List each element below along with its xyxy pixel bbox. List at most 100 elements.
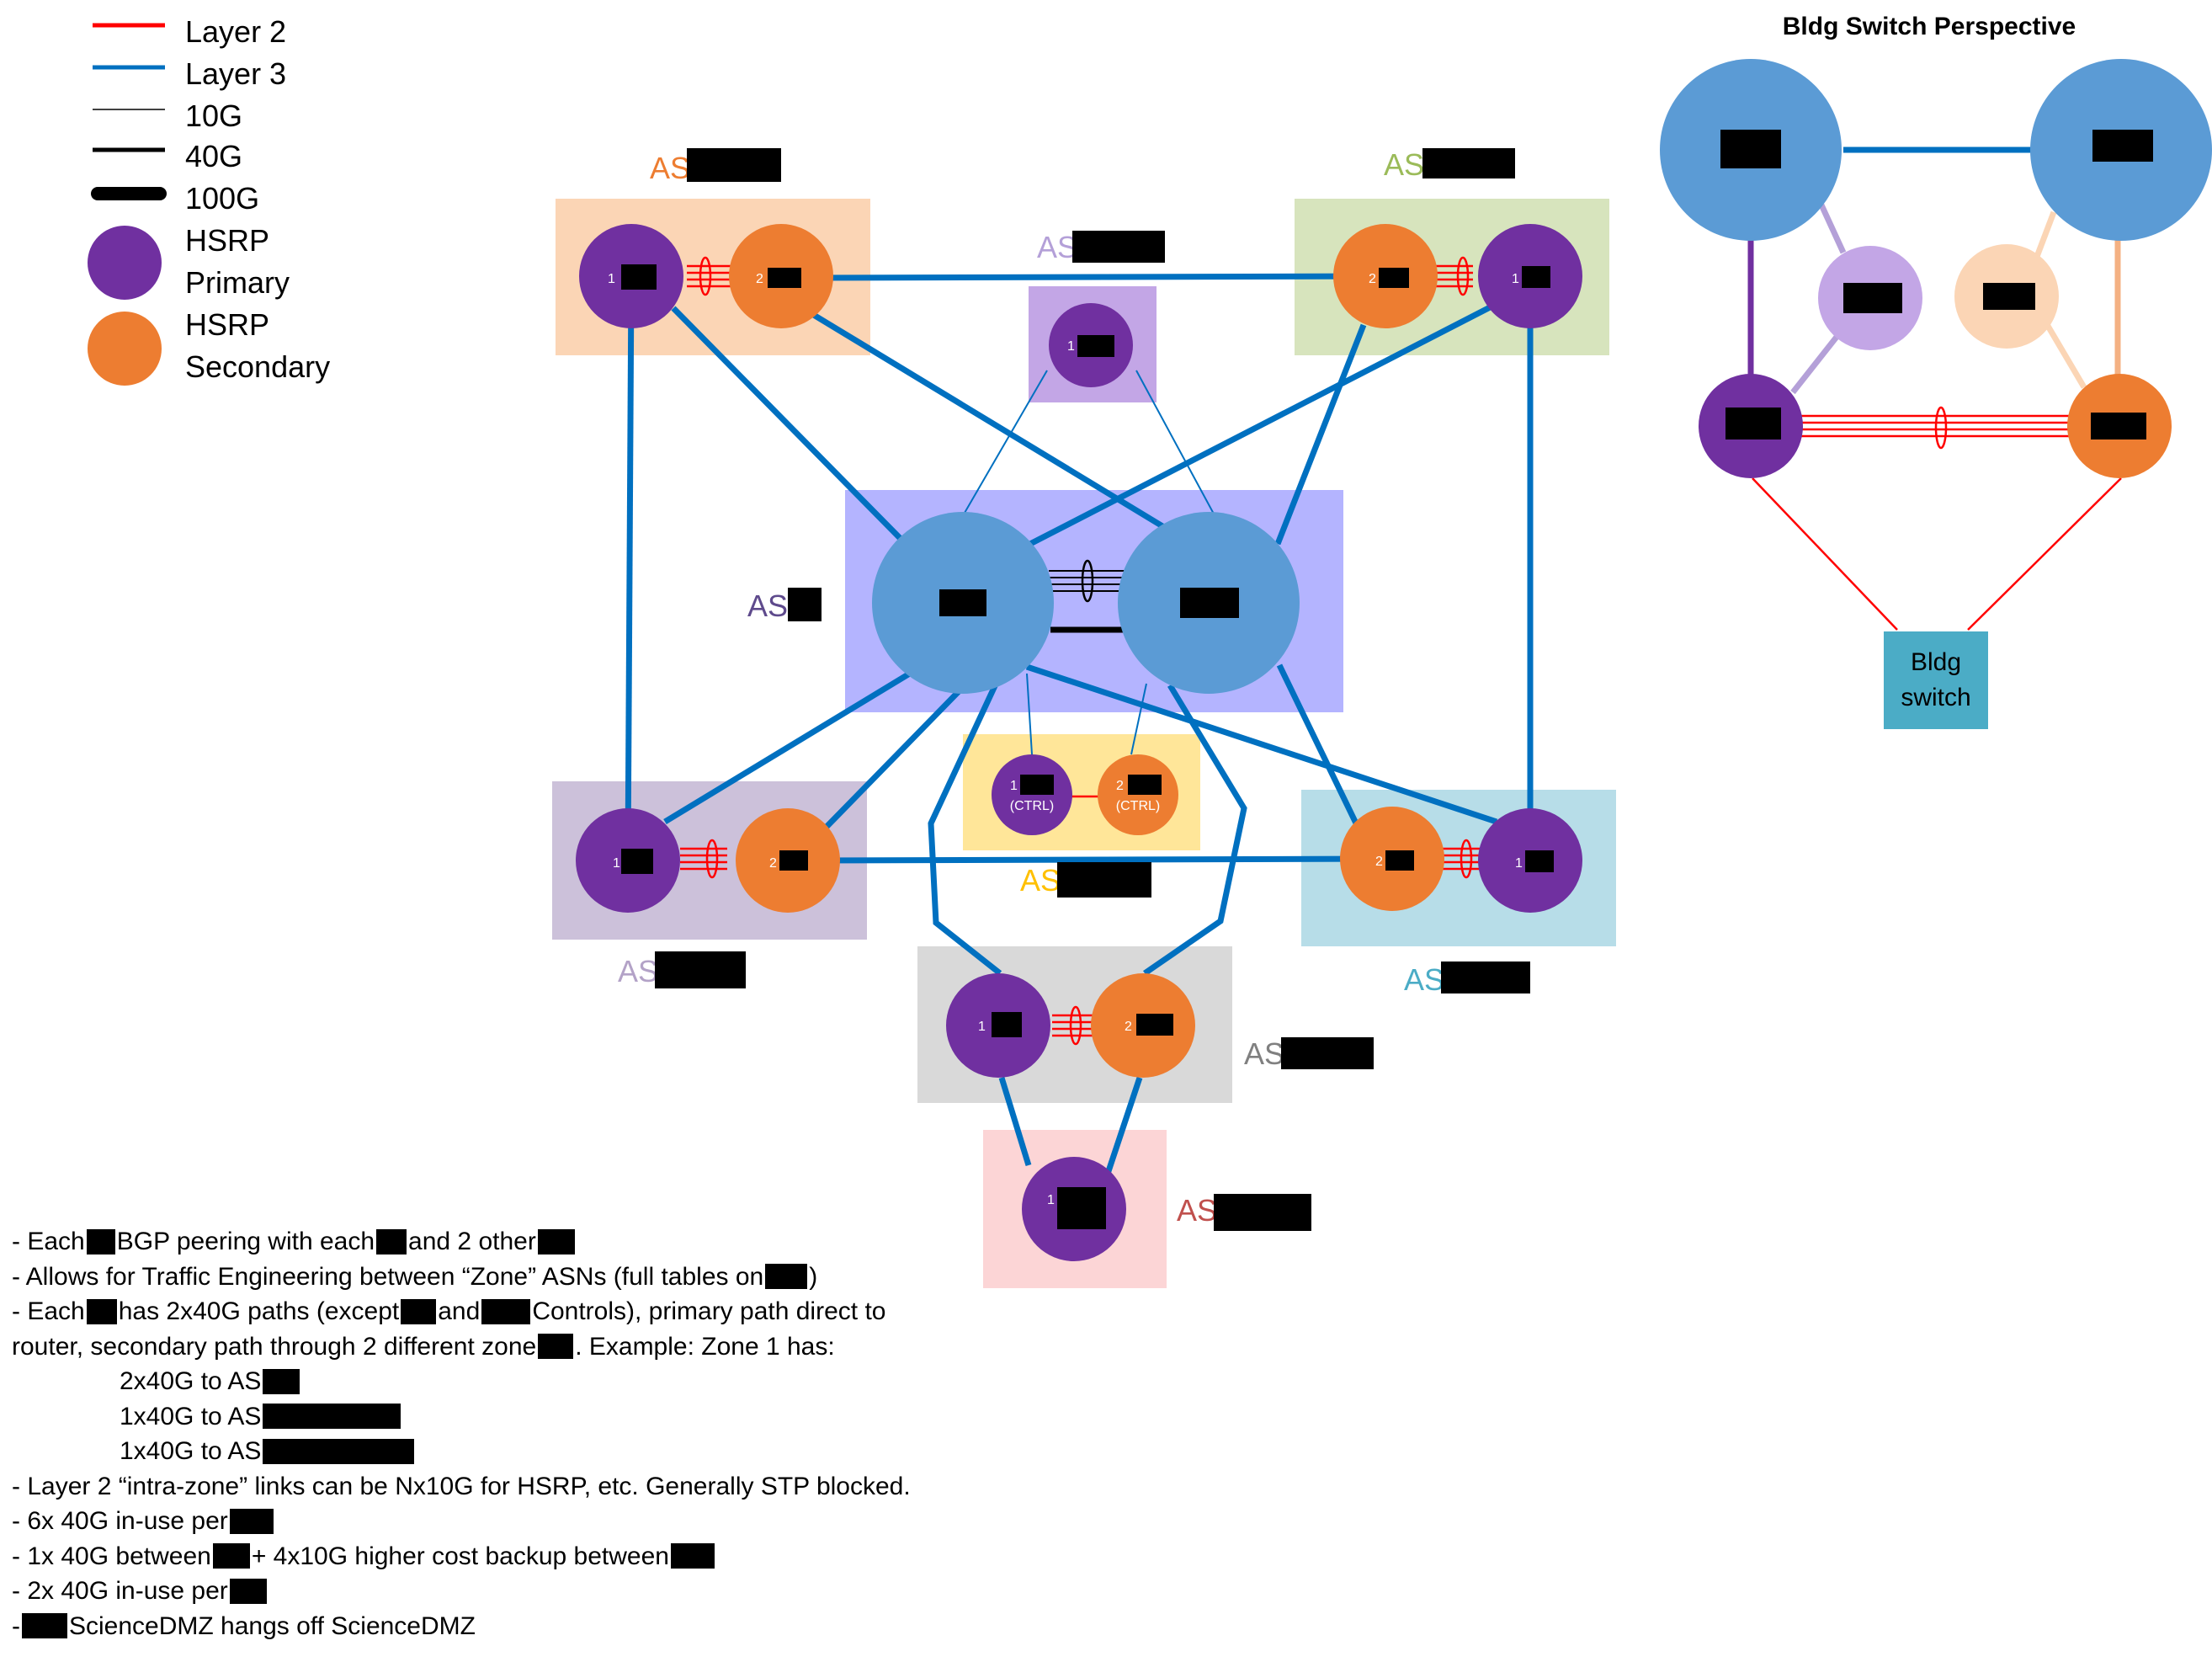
- note-line: 1x40G to AS: [12, 1399, 1005, 1435]
- redaction: [1522, 266, 1550, 288]
- note-text: - Allows for Traffic Engineering between…: [12, 1262, 764, 1291]
- as-label-center-top: AS: [1037, 230, 1077, 264]
- note-line: 2x40G to AS: [12, 1364, 1005, 1399]
- redaction: [2091, 413, 2146, 439]
- ctrl-label: (CTRL): [1010, 799, 1054, 813]
- legend: Layer 2 Layer 3 10G 40G 100G HSRP Primar…: [88, 14, 330, 386]
- as-label-bottomright: AS: [1404, 962, 1444, 997]
- redaction: [537, 1228, 575, 1254]
- link-l3-core2-ctrl2: [1130, 683, 1147, 755]
- redaction: [1525, 850, 1554, 872]
- note-line: router, secondary path through 2 differe…: [12, 1329, 1005, 1365]
- layer3-links: [625, 273, 1534, 1175]
- note-text: router, secondary path through 2 differe…: [12, 1332, 537, 1361]
- note-text: 2x40G to AS: [120, 1367, 262, 1395]
- note-text: -: [12, 1611, 20, 1640]
- link-l2-bc: [1052, 1005, 1096, 1046]
- link-l2-primary-bldgswitch: [1752, 477, 1898, 631]
- link-l3-purple-core2: [1135, 370, 1216, 518]
- note-text: - Layer 2 “intra-zone” links can be Nx10…: [12, 1472, 911, 1500]
- redaction: [1020, 775, 1054, 795]
- node-label: 1: [1067, 339, 1075, 354]
- link-l3-tl-core2: [806, 309, 1185, 541]
- note-text: + 4x10G higher cost backup between: [251, 1542, 669, 1570]
- redaction: [2092, 130, 2153, 162]
- note-text: - Each: [12, 1228, 85, 1255]
- bldg-switch-perspective: Bldg Switch Perspective Bldg sw: [1660, 13, 2212, 729]
- legend-10g-label: 10G: [185, 99, 242, 133]
- note-text: - Each: [12, 1297, 85, 1325]
- redaction: [212, 1543, 250, 1569]
- link-l3-core1-ctrl1: [1026, 673, 1033, 755]
- bldg-perspective-title: Bldg Switch Perspective: [1783, 13, 2076, 40]
- note-text: . Example: Zone 1 has:: [575, 1332, 835, 1361]
- bldg-switch: [1884, 631, 1988, 729]
- redaction: [263, 1368, 300, 1394]
- note-line: - 2x 40G in-use per: [12, 1574, 1005, 1609]
- node-label: 2: [769, 856, 777, 871]
- redaction: [621, 264, 657, 290]
- legend-40g-label: 40G: [185, 139, 242, 173]
- node-label: 1: [1512, 272, 1519, 286]
- link-l2-tr: [1431, 256, 1473, 296]
- redaction: [1128, 775, 1162, 795]
- as-label-core: AS: [747, 589, 788, 623]
- link-l3-br-core1: [1025, 663, 1498, 825]
- note-line: - Allows for Traffic Engineering between…: [12, 1260, 1005, 1295]
- legend-secondary-label-1: HSRP: [185, 307, 269, 342]
- note-line: - 1x 40G between + 4x10G higher cost back…: [12, 1539, 1005, 1574]
- link-bldg-core2-peach: [2032, 210, 2057, 263]
- notes-section: - Each BGP peering with each and 2 other -…: [12, 1224, 1005, 1643]
- redaction: [1385, 850, 1414, 871]
- note-text: ScienceDMZ hangs off ScienceDMZ: [69, 1611, 476, 1640]
- node-label: 2: [756, 272, 763, 286]
- redaction: [1983, 283, 2035, 310]
- redaction: [1136, 1014, 1173, 1036]
- redaction: [376, 1228, 407, 1254]
- note-text: - 1x 40G between: [12, 1542, 211, 1570]
- note-text: and 2 other: [408, 1228, 536, 1255]
- legend-secondary-label-2: Secondary: [185, 349, 330, 384]
- node-label: 2: [1375, 855, 1383, 869]
- link-l3-core1-bc: [928, 677, 1002, 976]
- node-label: 2: [1125, 1020, 1132, 1034]
- link-l3-tl-tr: [807, 273, 1385, 281]
- note-text: 1x40G to AS: [120, 1402, 262, 1430]
- redaction: [1281, 1037, 1374, 1069]
- link-l3-tr-core2: [1274, 323, 1367, 546]
- redaction: [229, 1578, 267, 1604]
- link-l3-bl-core2: [822, 679, 970, 831]
- link-l2-bldg: [1801, 406, 2071, 450]
- link-l3-tr-core1: [1025, 301, 1497, 549]
- link-bldg-primary-lilac: [1790, 326, 1846, 395]
- note-text: has 2x40G paths (except: [118, 1297, 400, 1325]
- redaction: [86, 1228, 115, 1254]
- redaction: [765, 1264, 808, 1290]
- note-text: - 2x 40G in-use per: [12, 1577, 228, 1605]
- link-l3-bl-core1: [663, 669, 914, 824]
- note-text: 1x40G to AS: [120, 1437, 262, 1465]
- redaction: [1441, 962, 1530, 993]
- link-l3-core2-bc: [1143, 684, 1247, 976]
- redaction: [788, 588, 822, 621]
- node-label: 2: [1116, 779, 1124, 793]
- redaction: [768, 268, 801, 288]
- note-text: BGP peering with each: [116, 1228, 375, 1255]
- legend-100g-label: 100G: [185, 181, 259, 216]
- redaction: [1057, 1187, 1106, 1229]
- bldg-switch-label-2: switch: [1901, 684, 1970, 711]
- legend-secondary-circle: [88, 312, 162, 386]
- node-label: 1: [978, 1020, 986, 1034]
- redaction: [1057, 862, 1151, 898]
- redaction: [670, 1543, 715, 1569]
- link-l3-tl-bl: [625, 275, 635, 861]
- node-label: 1: [613, 856, 620, 871]
- link-l3-tl-core1: [671, 306, 908, 546]
- link-l3-bc2-dmz: [1104, 1076, 1143, 1175]
- link-l3-bl-br: [809, 855, 1390, 864]
- bldg-switch-label-1: Bldg: [1911, 648, 1961, 676]
- redaction: [263, 1404, 401, 1430]
- redaction: [1214, 1194, 1311, 1231]
